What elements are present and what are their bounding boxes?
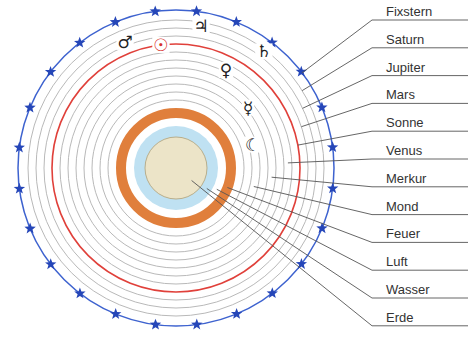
leader-line	[372, 186, 468, 187]
star-mark	[267, 287, 278, 298]
sphere-ring	[68, 60, 284, 276]
layer-label: Feuer	[386, 226, 420, 241]
leader-line	[302, 20, 372, 73]
sphere-ring	[76, 68, 276, 268]
leader-line	[227, 188, 372, 243]
star-mark	[14, 142, 25, 153]
star-mark	[150, 319, 161, 330]
leader-line	[272, 177, 372, 187]
leader-line	[372, 20, 468, 21]
layer-label: Mars	[386, 87, 415, 102]
leader-line	[372, 103, 468, 104]
leader-line	[372, 270, 468, 271]
star-mark	[45, 66, 56, 77]
star-mark	[316, 222, 327, 233]
star-mark	[110, 308, 121, 319]
venus-symbol: ♀	[220, 61, 232, 79]
star-mark	[296, 258, 307, 269]
sphere-ring	[36, 28, 316, 308]
star-mark	[150, 5, 161, 16]
star-mark	[191, 5, 202, 16]
layer-label: Fixstern	[386, 4, 432, 19]
star-mark	[327, 183, 338, 194]
star-mark	[327, 141, 338, 152]
layer-label: Venus	[386, 143, 422, 158]
leader-line	[372, 325, 468, 326]
leader-lines	[116, 18, 468, 326]
leader-line	[192, 181, 372, 326]
star-mark	[45, 258, 56, 269]
star-mark	[24, 223, 35, 234]
star-mark	[231, 308, 242, 319]
leader-line	[302, 48, 372, 91]
star-mark	[14, 183, 25, 194]
layer-label: Erde	[386, 310, 413, 325]
layer-label: Luft	[386, 254, 408, 269]
sphere-ring	[44, 36, 308, 300]
leader-line	[301, 103, 372, 126]
star-mark	[231, 16, 242, 27]
star-marks	[14, 5, 339, 329]
mercury-symbol: ☿	[243, 99, 253, 117]
sphere-ring	[60, 52, 292, 284]
leader-line	[372, 298, 468, 299]
leader-line	[288, 159, 372, 163]
leader-line	[254, 187, 372, 215]
leader-line	[372, 131, 468, 132]
moon-symbol: ☾	[245, 136, 260, 154]
star-mark	[316, 101, 327, 112]
layer-label: Sonne	[386, 115, 424, 130]
layer-label: Merkur	[386, 171, 426, 186]
sphere-ring	[100, 92, 252, 244]
leader-line	[217, 189, 372, 270]
star-mark	[110, 16, 121, 27]
sphere-ring	[84, 76, 268, 260]
layer-label: Mond	[386, 199, 419, 214]
leader-line	[372, 159, 468, 160]
star-mark	[191, 319, 202, 330]
water-ring	[134, 126, 218, 210]
saturn-symbol: ♄	[256, 42, 271, 60]
fire-ring	[121, 113, 231, 223]
sun-symbol: ☉	[153, 36, 168, 54]
leader-line	[372, 75, 468, 76]
fixed-star-sphere	[18, 10, 334, 326]
sun-ring	[52, 44, 300, 292]
leader-line	[372, 214, 468, 215]
leader-line	[372, 242, 468, 243]
sphere-rings	[28, 20, 324, 316]
star-mark	[24, 102, 35, 113]
layer-label: Jupiter	[386, 60, 425, 75]
sphere-ring	[28, 20, 324, 316]
earth-ball	[145, 137, 207, 199]
layer-label: Wasser	[386, 282, 430, 297]
mars-symbol: ♂	[117, 33, 132, 51]
symbol-ground	[219, 62, 234, 78]
leader-line	[207, 189, 372, 299]
sphere-ring	[108, 100, 244, 236]
star-mark	[74, 37, 85, 48]
leader-line	[298, 131, 372, 145]
star-mark	[296, 66, 307, 77]
sphere-ring	[92, 84, 260, 252]
star-mark	[74, 287, 85, 298]
jupiter-symbol: ♃	[193, 17, 208, 35]
leader-line	[303, 76, 372, 109]
leader-line	[372, 47, 468, 48]
layer-label: Saturn	[386, 32, 424, 47]
